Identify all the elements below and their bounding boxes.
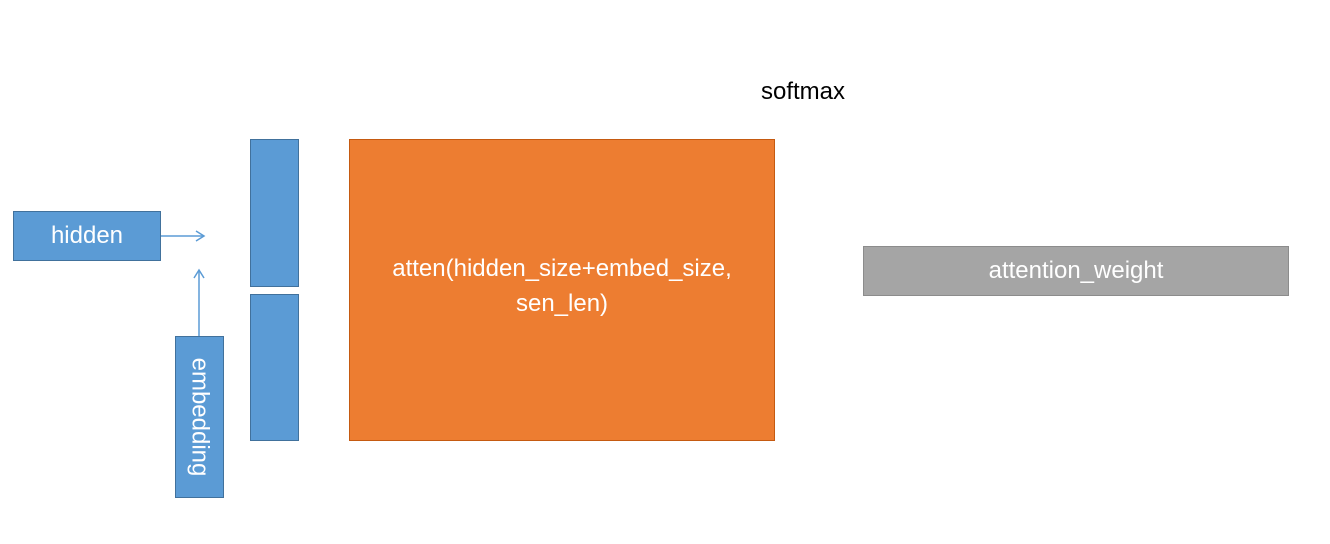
concat-block-bottom (250, 294, 299, 441)
embedding-arrowhead (193, 268, 205, 279)
embedding-label: embedding (186, 357, 214, 477)
hidden-label: hidden (50, 222, 124, 249)
embedding-node: embedding (175, 336, 224, 498)
atten-label: atten(hidden_size+embed_size, sen_len) (392, 255, 732, 317)
softmax-label: softmax (761, 78, 846, 105)
attention-weight-node: attention_weight (863, 246, 1289, 296)
concat-block-top (250, 139, 299, 287)
hidden-node: hidden (13, 211, 161, 261)
atten-node: atten(hidden_size+embed_size, sen_len) (349, 139, 775, 441)
hidden-arrowhead (195, 230, 206, 242)
attention-weight-label: attention_weight (988, 257, 1164, 284)
